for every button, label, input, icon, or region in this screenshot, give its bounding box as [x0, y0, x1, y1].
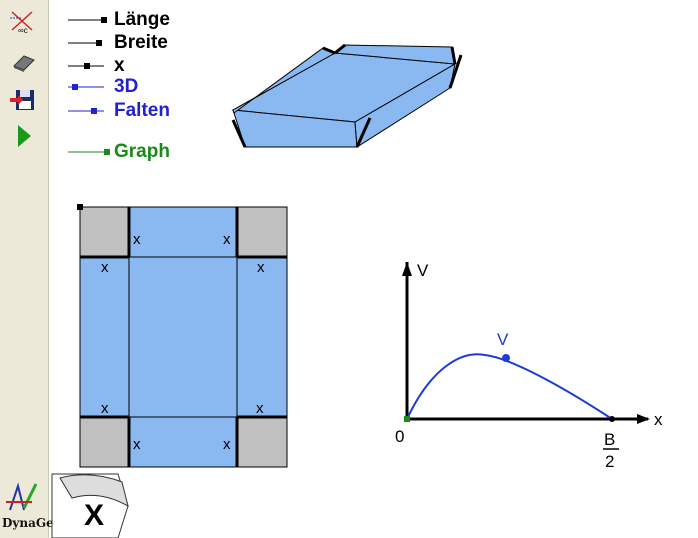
net-label-x: x: [256, 400, 264, 417]
save-icon[interactable]: [8, 86, 38, 114]
control-label: Falten: [114, 100, 170, 121]
slider-line-icon: [68, 40, 102, 46]
volume-graph: V x V 0 B 2: [395, 261, 663, 471]
net-label-x: x: [101, 259, 109, 276]
point-v[interactable]: [502, 354, 510, 362]
slider-line-icon: [68, 108, 104, 114]
point-v-label: V: [497, 330, 509, 349]
play-icon[interactable]: [8, 122, 38, 150]
corner-square: [236, 206, 288, 258]
dynageo-logo-text: DynaGeo: [2, 516, 62, 530]
net-label-x: x: [133, 436, 141, 453]
toolbar: ∞c DynaGeo: [0, 0, 62, 538]
end-label-denominator: 2: [605, 452, 614, 471]
net-label-x: x: [101, 400, 109, 417]
net-label-x: x: [223, 436, 231, 453]
control-label: 3D: [114, 76, 139, 97]
net-label-x: x: [223, 231, 231, 248]
net-label-x: x: [133, 231, 141, 248]
box-3d-view: [231, 43, 463, 148]
box-net: x x x x x x x x: [77, 204, 288, 468]
origin-label: 0: [395, 427, 404, 446]
corner-square: [79, 206, 130, 258]
clear-construction-icon[interactable]: ∞c: [8, 8, 38, 36]
x-axis-label: x: [654, 410, 663, 429]
slider-line-icon: [68, 149, 110, 155]
origin-point: [404, 416, 410, 422]
control-label: Länge: [114, 9, 170, 30]
drag-handle[interactable]: [77, 204, 83, 210]
slider-line-icon: [68, 84, 104, 90]
drawing-canvas[interactable]: x x x x x x x x V x V 0 B 2 X: [49, 0, 698, 538]
control-label: x: [114, 55, 125, 76]
corner-square: [236, 416, 288, 468]
control-label: Graph: [114, 141, 170, 162]
x-logo-mark: X: [84, 499, 104, 532]
control-label: Breite: [114, 32, 168, 53]
x-logo: X: [51, 473, 129, 538]
slider-line-icon: [68, 63, 104, 69]
dynageo-logo: DynaGeo: [2, 478, 62, 536]
eraser-icon[interactable]: [8, 48, 38, 76]
volume-curve: [406, 353, 613, 420]
y-axis-label: V: [417, 261, 429, 280]
end-point: [609, 416, 615, 422]
slider-line-icon: [68, 17, 107, 23]
end-label-numerator: B: [604, 430, 615, 449]
corner-square: [79, 416, 130, 468]
net-label-x: x: [257, 259, 265, 276]
svg-text:∞c: ∞c: [18, 26, 28, 35]
